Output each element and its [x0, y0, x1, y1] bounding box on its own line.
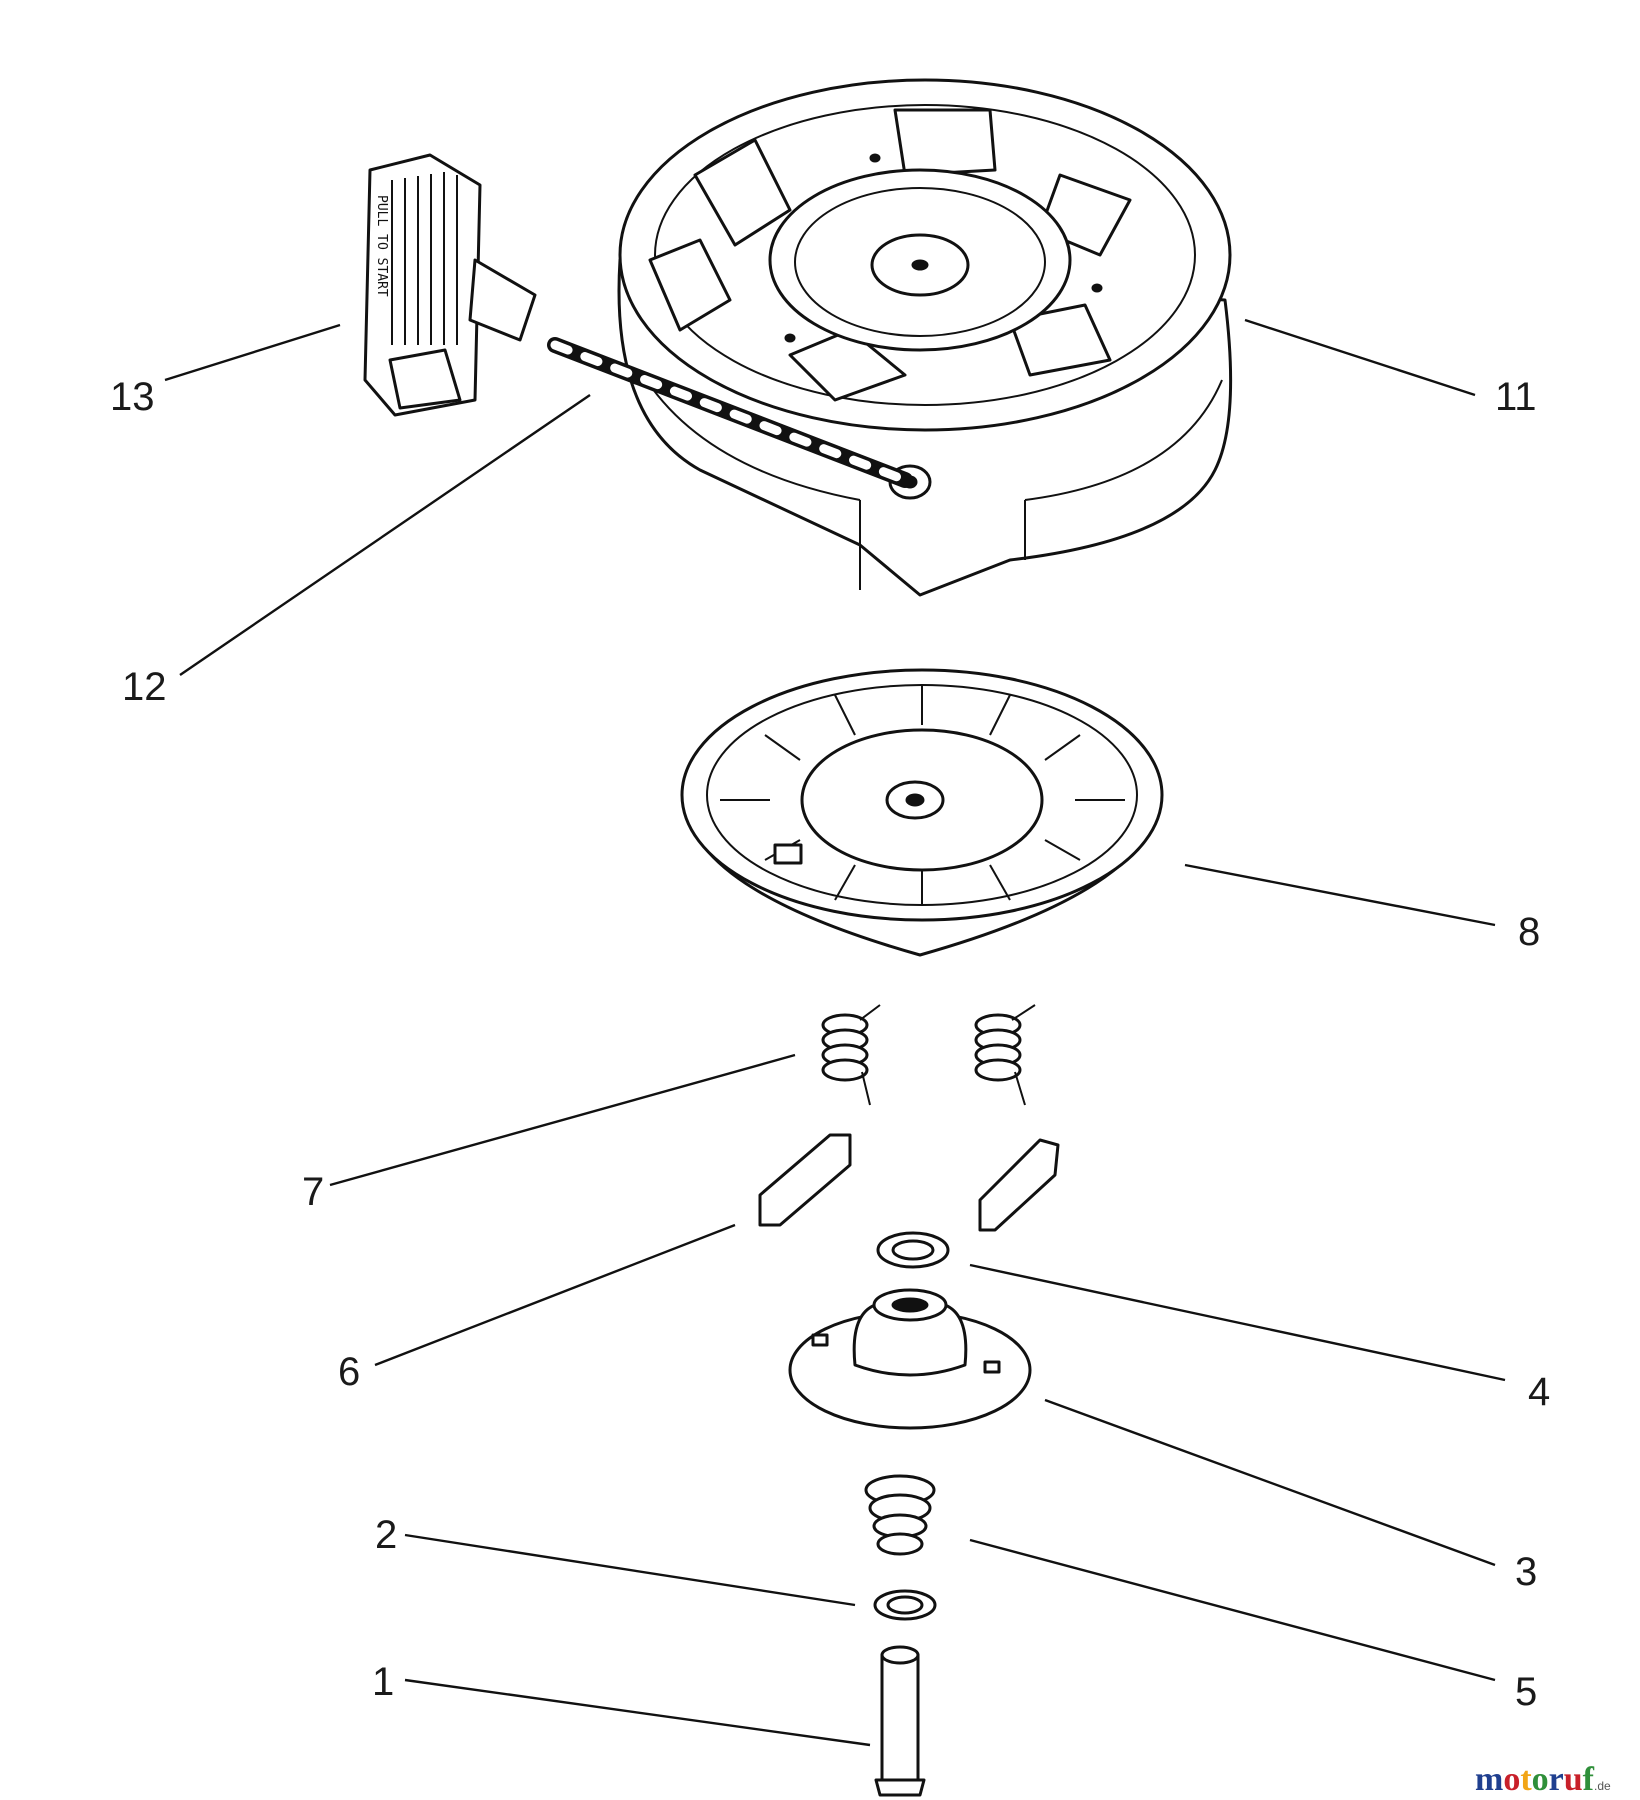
- leader-6: [374, 1223, 736, 1367]
- part-6-pawls: [758, 1133, 1060, 1232]
- wm-letter: f: [1583, 1761, 1595, 1798]
- pulley-spokes: [720, 685, 1125, 905]
- callout-5: 5: [1515, 1670, 1537, 1714]
- spring-left: [821, 1004, 881, 1106]
- leader-2: [404, 1533, 856, 1607]
- part-1-center-pin: [874, 1645, 926, 1797]
- wm-letter: o: [1503, 1761, 1520, 1798]
- spring-right: [974, 1004, 1036, 1106]
- leader-1: [404, 1678, 871, 1747]
- leader-8: [1184, 863, 1496, 927]
- part-8-rope-pulley: [680, 668, 1164, 957]
- watermark-text: motoruf.de: [1475, 1761, 1611, 1798]
- part-11-starter-housing: [617, 78, 1233, 597]
- wm-letter: m: [1475, 1761, 1503, 1798]
- leader-3: [1044, 1398, 1496, 1567]
- callout-7: 7: [302, 1170, 324, 1214]
- callout-6: 6: [338, 1350, 360, 1394]
- leader-13: [164, 323, 341, 382]
- handle-imprint-text: PULL TO START: [374, 195, 389, 297]
- part-5-compression-spring: [864, 1474, 936, 1556]
- leader-lines: [164, 318, 1506, 1747]
- part-7-pawl-springs: [821, 1004, 1036, 1106]
- part-3-retainer-cam: [788, 1288, 1032, 1430]
- wm-letter: r: [1549, 1761, 1564, 1798]
- part-13-starter-handle: PULL TO START: [363, 153, 537, 417]
- callout-8: 8: [1518, 910, 1540, 954]
- handle-grip-ribs: [391, 172, 458, 345]
- leader-7: [329, 1053, 796, 1187]
- wm-letter: u: [1564, 1761, 1583, 1798]
- callout-2: 2: [375, 1513, 397, 1557]
- leader-11: [1244, 318, 1476, 397]
- callout-12: 12: [122, 665, 167, 709]
- callout-4: 4: [1528, 1370, 1550, 1414]
- leader-5: [969, 1538, 1496, 1682]
- part-2-washer: [873, 1589, 937, 1621]
- watermark-logo: motoruf.de: [1475, 1761, 1611, 1798]
- callout-numbers: 13 11 12 8 7 6 4 2 3 1 5: [110, 375, 1550, 1714]
- callout-3: 3: [1515, 1550, 1537, 1594]
- wm-letter: t: [1520, 1761, 1532, 1798]
- part-12-starter-rope: [547, 337, 913, 488]
- callout-11: 11: [1495, 375, 1537, 419]
- wm-letter: o: [1532, 1761, 1549, 1798]
- leader-12: [179, 394, 591, 676]
- leader-4: [969, 1263, 1506, 1382]
- wm-suffix: .de: [1594, 1779, 1611, 1793]
- part-4-washer: [876, 1231, 950, 1269]
- callout-1: 1: [372, 1660, 394, 1704]
- callout-13: 13: [110, 375, 155, 419]
